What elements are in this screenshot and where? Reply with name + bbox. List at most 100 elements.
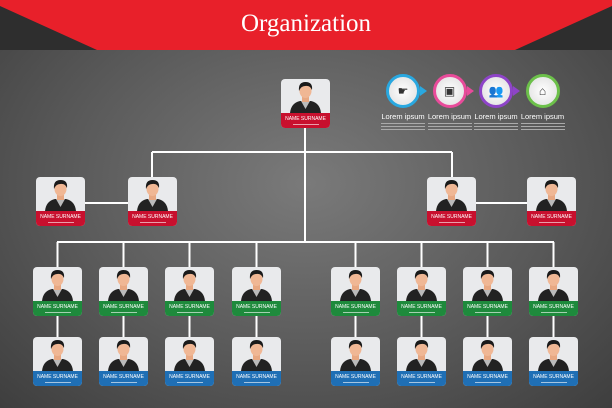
member-card[interactable]: NAME SURNAME xyxy=(232,267,281,316)
member-label: NAME SURNAME xyxy=(165,301,214,316)
member-label: NAME SURNAME xyxy=(463,301,512,316)
member-label: NAME SURNAME xyxy=(33,301,82,316)
person-avatar-icon xyxy=(108,340,139,371)
person-avatar-icon xyxy=(436,180,467,211)
member-name: NAME SURNAME xyxy=(132,214,173,220)
member-label: NAME SURNAME xyxy=(463,371,512,386)
member-card[interactable]: NAME SURNAME xyxy=(232,337,281,386)
person-avatar-icon xyxy=(340,270,371,301)
step-label: Lorem ipsum xyxy=(379,112,427,130)
member-card[interactable]: NAME SURNAME xyxy=(281,79,330,128)
person-avatar-icon xyxy=(108,270,139,301)
member-label: NAME SURNAME xyxy=(281,113,330,128)
step-label: Lorem ipsum xyxy=(472,112,520,130)
member-card[interactable]: NAME SURNAME xyxy=(463,337,512,386)
person-avatar-icon xyxy=(45,180,76,211)
handshake-icon: ☛ xyxy=(397,84,409,98)
home-icon: ⌂ xyxy=(538,84,547,98)
step-circle: ▣ xyxy=(432,74,467,108)
member-name: NAME SURNAME xyxy=(335,304,376,310)
member-label: NAME SURNAME xyxy=(529,301,578,316)
member-name: NAME SURNAME xyxy=(236,374,277,380)
member-label: NAME SURNAME xyxy=(397,301,446,316)
person-avatar-icon xyxy=(174,340,205,371)
member-label: NAME SURNAME xyxy=(99,371,148,386)
member-card[interactable]: NAME SURNAME xyxy=(427,177,476,226)
step-label: Lorem ipsum xyxy=(519,112,567,130)
page-title: Organization xyxy=(240,10,372,37)
member-name: NAME SURNAME xyxy=(467,304,508,310)
person-avatar-icon xyxy=(340,340,371,371)
member-name: NAME SURNAME xyxy=(401,304,442,310)
member-card[interactable]: NAME SURNAME xyxy=(165,337,214,386)
member-card[interactable]: NAME SURNAME xyxy=(397,337,446,386)
id-card-icon: ▣ xyxy=(443,84,456,98)
step-circle: 👥 xyxy=(479,74,513,108)
member-label: NAME SURNAME xyxy=(529,371,578,386)
member-name: NAME SURNAME xyxy=(335,374,376,380)
arrow-right-icon xyxy=(513,86,520,96)
member-label: NAME SURNAME xyxy=(165,371,214,386)
person-avatar-icon xyxy=(536,180,567,211)
member-name: NAME SURNAME xyxy=(467,374,508,380)
member-card[interactable]: NAME SURNAME xyxy=(529,337,578,386)
member-name: NAME SURNAME xyxy=(169,374,210,380)
member-label: NAME SURNAME xyxy=(128,211,177,226)
member-label: NAME SURNAME xyxy=(232,301,281,316)
member-name: NAME SURNAME xyxy=(236,304,277,310)
member-card[interactable]: NAME SURNAME xyxy=(33,267,82,316)
person-avatar-icon xyxy=(472,340,503,371)
arrow-right-icon xyxy=(466,86,474,96)
member-card[interactable]: NAME SURNAME xyxy=(128,177,177,226)
person-avatar-icon xyxy=(406,270,437,301)
person-avatar-icon xyxy=(241,340,272,371)
member-card[interactable]: NAME SURNAME xyxy=(527,177,576,226)
person-avatar-icon xyxy=(472,270,503,301)
member-label: NAME SURNAME xyxy=(36,211,85,226)
member-card[interactable]: NAME SURNAME xyxy=(36,177,85,226)
person-avatar-icon xyxy=(538,340,569,371)
member-label: NAME SURNAME xyxy=(232,371,281,386)
member-name: NAME SURNAME xyxy=(431,214,472,220)
person-avatar-icon xyxy=(137,180,168,211)
member-name: NAME SURNAME xyxy=(37,374,78,380)
member-name: NAME SURNAME xyxy=(40,214,81,220)
person-avatar-icon xyxy=(241,270,272,301)
person-avatar-icon xyxy=(174,270,205,301)
person-avatar-icon xyxy=(406,340,437,371)
member-card[interactable]: NAME SURNAME xyxy=(99,267,148,316)
member-card[interactable]: NAME SURNAME xyxy=(331,267,380,316)
step-circle: ⌂ xyxy=(525,74,560,108)
member-card[interactable]: NAME SURNAME xyxy=(33,337,82,386)
step-label: Lorem ipsum xyxy=(426,112,474,130)
member-label: NAME SURNAME xyxy=(397,371,446,386)
member-label: NAME SURNAME xyxy=(427,211,476,226)
member-name: NAME SURNAME xyxy=(533,374,574,380)
member-name: NAME SURNAME xyxy=(37,304,78,310)
step-circle: ☛ xyxy=(386,74,420,108)
member-label: NAME SURNAME xyxy=(331,301,380,316)
person-avatar-icon xyxy=(42,270,73,301)
member-label: NAME SURNAME xyxy=(33,371,82,386)
member-card[interactable]: NAME SURNAME xyxy=(165,267,214,316)
member-name: NAME SURNAME xyxy=(169,304,210,310)
member-name: NAME SURNAME xyxy=(103,304,144,310)
person-avatar-icon xyxy=(538,270,569,301)
member-name: NAME SURNAME xyxy=(401,374,442,380)
member-card[interactable]: NAME SURNAME xyxy=(529,267,578,316)
member-card[interactable]: NAME SURNAME xyxy=(99,337,148,386)
member-name: NAME SURNAME xyxy=(285,116,326,122)
member-name: NAME SURNAME xyxy=(531,214,572,220)
member-card[interactable]: NAME SURNAME xyxy=(463,267,512,316)
member-card[interactable]: NAME SURNAME xyxy=(331,337,380,386)
member-label: NAME SURNAME xyxy=(99,301,148,316)
member-label: NAME SURNAME xyxy=(527,211,576,226)
team-icon: 👥 xyxy=(488,84,504,98)
arrow-right-icon xyxy=(420,86,427,96)
member-name: NAME SURNAME xyxy=(103,374,144,380)
member-label: NAME SURNAME xyxy=(331,371,380,386)
member-card[interactable]: NAME SURNAME xyxy=(397,267,446,316)
header-banner xyxy=(0,0,612,50)
person-avatar-icon xyxy=(42,340,73,371)
